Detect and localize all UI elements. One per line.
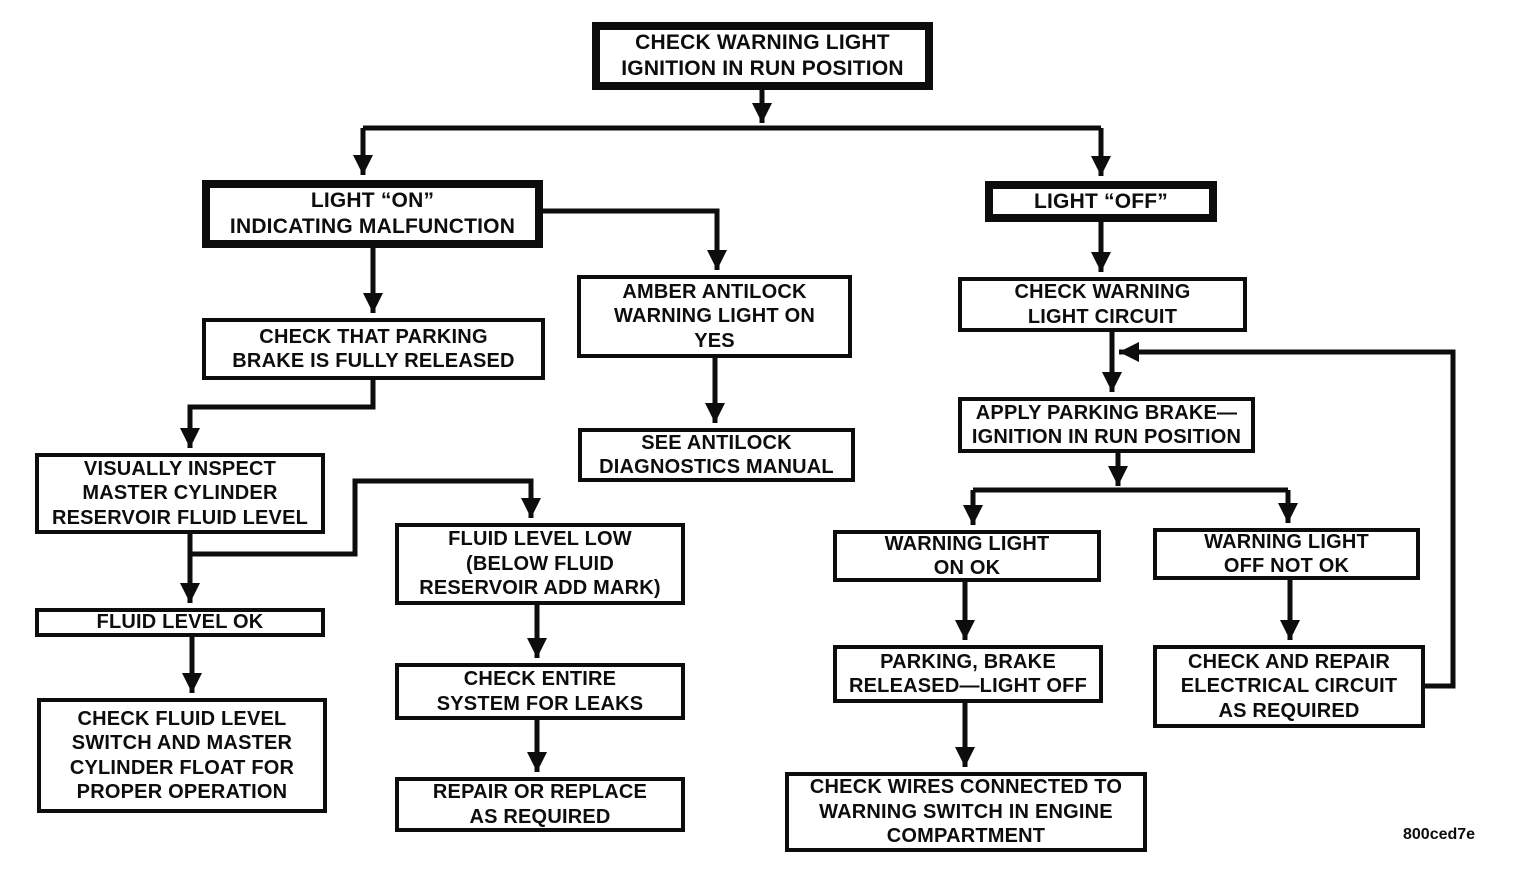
node-check-parking-brake: CHECK THAT PARKING BRAKE IS FULLY RELEAS… — [202, 318, 545, 380]
node-parking-brake-released: PARKING, BRAKE RELEASED—LIGHT OFF — [833, 645, 1103, 703]
edge-branch-to-fluid-low — [190, 478, 541, 557]
node-check-fluid-switch: CHECK FLUID LEVEL SWITCH AND MASTER CYLI… — [37, 698, 327, 813]
edge-check-parking-to-visually-inspect — [180, 380, 376, 448]
edge-light-on-to-amber — [543, 208, 727, 270]
node-apply-parking-brake: APPLY PARKING BRAKE— IGNITION IN RUN POS… — [958, 397, 1255, 453]
node-warning-light-on-ok: WARNING LIGHT ON OK — [833, 530, 1101, 582]
node-check-warning-light-circuit: CHECK WARNING LIGHT CIRCUIT — [958, 277, 1247, 332]
node-check-wires-engine: CHECK WIRES CONNECTED TO WARNING SWITCH … — [785, 772, 1147, 852]
node-fluid-level-low: FLUID LEVEL LOW (BELOW FLUID RESERVOIR A… — [395, 523, 685, 605]
node-light-off: LIGHT “OFF” — [985, 181, 1217, 222]
node-see-antilock-manual: SEE ANTILOCK DIAGNOSTICS MANUAL — [578, 428, 855, 482]
node-visually-inspect-reservoir: VISUALLY INSPECT MASTER CYLINDER RESERVO… — [35, 453, 325, 534]
node-amber-antilock: AMBER ANTILOCK WARNING LIGHT ON YES — [577, 275, 852, 358]
node-check-warning-light: CHECK WARNING LIGHT IGNITION IN RUN POSI… — [592, 22, 933, 90]
node-warning-light-off-not-ok: WARNING LIGHT OFF NOT OK — [1153, 528, 1420, 580]
node-fluid-level-ok: FLUID LEVEL OK — [35, 608, 325, 637]
node-check-system-leaks: CHECK ENTIRE SYSTEM FOR LEAKS — [395, 663, 685, 720]
node-repair-or-replace: REPAIR OR REPLACE AS REQUIRED — [395, 777, 685, 832]
node-light-on: LIGHT “ON” INDICATING MALFUNCTION — [202, 180, 543, 248]
node-check-repair-electrical: CHECK AND REPAIR ELECTRICAL CIRCUIT AS R… — [1153, 645, 1425, 728]
edge-feedback-loop — [1119, 342, 1456, 689]
figure-code-label: 800ced7e — [1403, 826, 1476, 843]
